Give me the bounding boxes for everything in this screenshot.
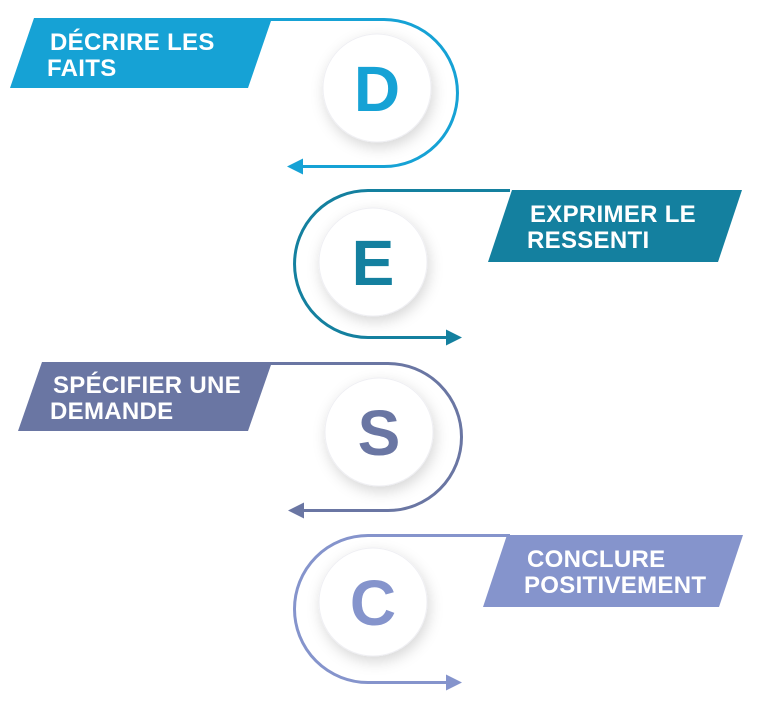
step-express-label-line2: RESSENTI <box>527 227 649 254</box>
step-specify-circle <box>324 377 434 487</box>
step-specify-label-line2: DEMANDE <box>50 398 173 425</box>
step-describe-loop-line <box>262 18 459 168</box>
step-specify-arrowhead-icon <box>288 502 304 519</box>
step-describe-letter: D <box>354 53 400 125</box>
step-conclude-label-line2: POSITIVEMENT <box>524 572 706 599</box>
step-express-letter: E <box>352 227 395 299</box>
step-express-label-line1: EXPRIMER LE <box>530 201 696 228</box>
step-conclude: C CONCLURE POSITIVEMENT <box>293 534 743 691</box>
step-conclude-label-line1: CONCLURE <box>527 546 665 573</box>
step-conclude-banner <box>483 535 743 607</box>
step-describe: D DÉCRIRE LES FAITS <box>10 18 459 175</box>
step-express-arrowhead-icon <box>446 329 462 346</box>
step-conclude-letter: C <box>350 567 396 639</box>
step-conclude-arrowhead-icon <box>446 674 462 691</box>
step-express: E EXPRIMER LE RESSENTI <box>293 189 742 346</box>
step-express-loop-line <box>293 189 510 339</box>
step-conclude-loop-line <box>293 534 510 684</box>
step-describe-arrowhead-icon <box>287 158 303 175</box>
step-express-banner <box>488 190 742 262</box>
step-specify: S SPÉCIFIER UNE DEMANDE <box>18 362 463 519</box>
step-conclude-circle <box>318 547 428 657</box>
step-specify-banner <box>18 362 272 431</box>
step-describe-label-line2: FAITS <box>47 55 117 82</box>
step-describe-circle <box>322 33 432 143</box>
step-specify-loop-line <box>269 362 463 512</box>
step-specify-letter: S <box>358 397 401 469</box>
step-express-circle <box>318 207 428 317</box>
step-describe-banner <box>10 18 272 88</box>
step-describe-label-line1: DÉCRIRE LES <box>50 28 215 56</box>
step-specify-label-line1: SPÉCIFIER UNE <box>53 371 241 399</box>
